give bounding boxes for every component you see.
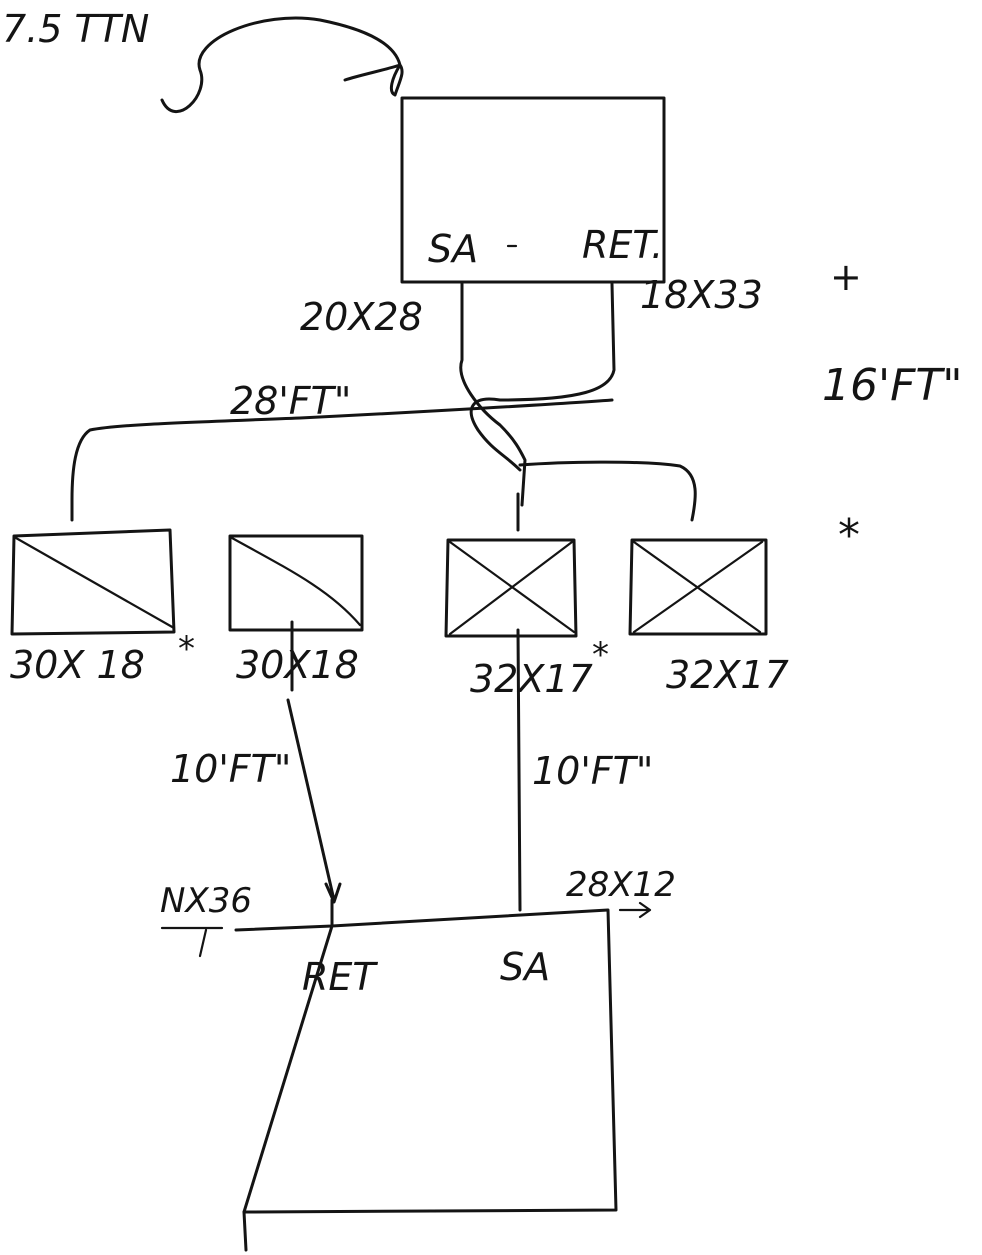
- register-4: 32X17: [628, 538, 789, 697]
- lower-left-size: NX36: [160, 881, 252, 921]
- register-1: 30X 18 *: [10, 528, 195, 687]
- register-2: 30X18: [228, 534, 364, 687]
- register-3: 32X17 *: [444, 538, 609, 701]
- upper-ducts: [70, 282, 697, 532]
- curved-arrow-icon: [160, 16, 404, 114]
- upper-return-size: 18X33: [640, 273, 763, 317]
- register-3-size: 32X17: [470, 657, 593, 701]
- trunk-length-label: 28'FT": [230, 379, 351, 423]
- lower-supply-label: SA: [500, 945, 550, 989]
- register-1-mark: *: [178, 629, 195, 669]
- side-mark: *: [838, 510, 860, 561]
- upper-unit: SA RET. 20X28 18X33 +: [300, 96, 862, 339]
- lower-ducts: [286, 620, 522, 912]
- top-left-label: 7.5 TTN: [2, 7, 149, 51]
- register-2-size: 30X18: [236, 643, 359, 687]
- register-1-size: 30X 18: [10, 643, 145, 687]
- upper-return-mark: +: [830, 255, 862, 299]
- right-run-length: 10'FT": [532, 749, 653, 793]
- register-4-size: 32X17: [666, 653, 789, 697]
- lower-unit: RET SA NX36 28X12: [160, 865, 676, 1252]
- left-run-length: 10'FT": [170, 747, 291, 791]
- register-3-mark: *: [592, 635, 609, 675]
- upper-supply-label: SA: [428, 227, 478, 271]
- upper-supply-size: 20X28: [300, 295, 423, 339]
- lower-right-size: 28X12: [566, 865, 676, 905]
- upper-return-label: RET.: [582, 223, 663, 267]
- lower-return-label: RET: [302, 955, 378, 999]
- side-length-label: 16'FT": [822, 360, 963, 411]
